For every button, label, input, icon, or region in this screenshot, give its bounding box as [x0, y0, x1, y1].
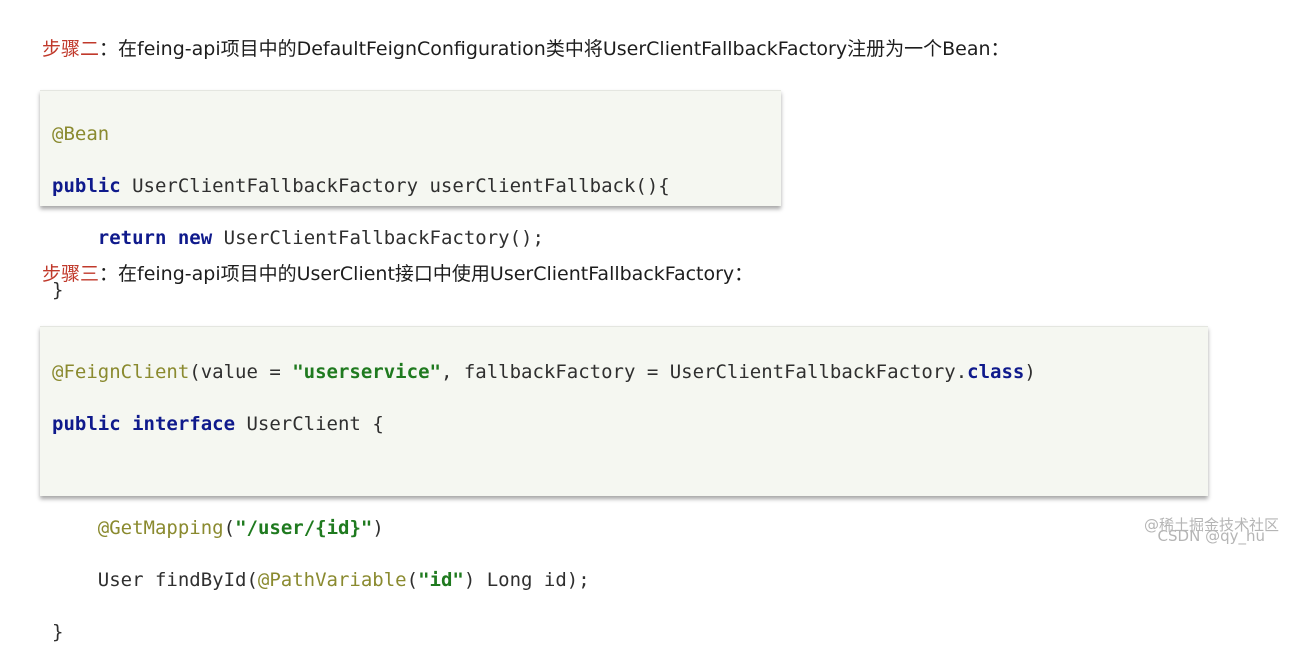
indent: [52, 227, 98, 249]
code-block-feign-client: @FeignClient(value = "userservice", fall…: [40, 326, 1208, 643]
code-text: (: [406, 569, 419, 591]
code-line: @GetMapping("/user/{id}"): [52, 515, 1208, 541]
method-name: User findById(: [52, 569, 258, 591]
annotation-feign-client: @FeignClient: [52, 361, 190, 383]
step-two-heading: 步骤二：在feing-api项目中的DefaultFeignConfigurat…: [42, 34, 1010, 61]
keyword-class: class: [967, 361, 1025, 383]
keyword-public: public: [52, 175, 121, 197]
code-line: @Bean: [52, 121, 781, 147]
code-text: ) Long id);: [463, 569, 590, 591]
annotation-get-mapping: @GetMapping: [97, 517, 224, 539]
watermark-csdn: CSDN @qy_hu: [1157, 527, 1265, 545]
code-line: }: [52, 619, 1208, 645]
code-line: User findById(@PathVariable("id") Long i…: [52, 567, 1208, 593]
string-userservice: "userservice": [292, 361, 441, 383]
annotation-bean: @Bean: [52, 123, 110, 145]
code-block-bean: @Bean public UserClientFallbackFactory u…: [40, 90, 781, 301]
string-id: "id": [418, 569, 464, 591]
step-three-label: 步骤三: [42, 263, 100, 285]
keyword-public: public: [52, 413, 121, 435]
constructor-call: UserClientFallbackFactory();: [212, 227, 544, 249]
indent: [52, 517, 98, 539]
code-line: }: [52, 277, 781, 303]
code-text: ): [1024, 361, 1036, 383]
watermark-juejin: @稀土掘金技术社区: [1143, 516, 1279, 534]
keyword-return: return: [97, 227, 167, 249]
code-line: return new UserClientFallbackFactory();: [52, 225, 781, 251]
closing-brace: }: [52, 621, 64, 643]
code-line: @FeignClient(value = "userservice", fall…: [52, 359, 1208, 385]
step-three-heading: 步骤三：在feing-api项目中的UserClient接口中使用UserCli…: [42, 259, 753, 286]
keyword-new: new: [177, 227, 213, 249]
step-two-text: ：在feing-api项目中的DefaultFeignConfiguration…: [99, 38, 1010, 60]
closing-brace: }: [52, 279, 64, 301]
space: [121, 413, 132, 435]
code-text: (value =: [189, 361, 293, 383]
string-user-path: "/user/{id}": [235, 517, 373, 539]
code-line: public UserClientFallbackFactory userCli…: [52, 173, 781, 199]
step-two-label: 步骤二: [42, 38, 100, 60]
interface-name: UserClient {: [235, 413, 384, 435]
code-text: (: [223, 517, 236, 539]
keyword-interface: interface: [132, 413, 236, 435]
code-text: , fallbackFactory = UserClientFallbackFa…: [440, 361, 968, 383]
code-line: public interface UserClient {: [52, 411, 1208, 437]
code-line-blank: [52, 463, 1208, 489]
annotation-path-variable: @PathVariable: [257, 569, 407, 591]
code-text: ): [372, 517, 384, 539]
step-three-text: ：在feing-api项目中的UserClient接口中使用UserClient…: [99, 263, 754, 285]
space: [166, 227, 177, 249]
method-signature: UserClientFallbackFactory userClientFall…: [120, 175, 670, 197]
